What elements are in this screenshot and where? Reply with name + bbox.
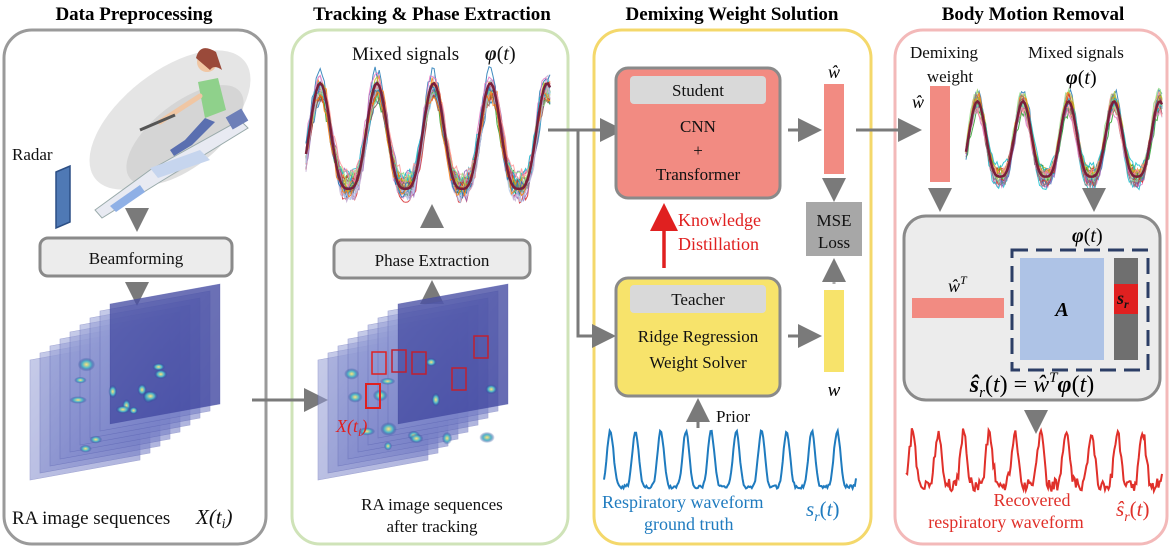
prior-label: Prior: [716, 407, 750, 426]
radar-label: Radar: [12, 145, 53, 164]
matrix-a: [1020, 258, 1104, 360]
rower-illustration: [89, 48, 251, 219]
removal-phi-t: φ(t): [1066, 67, 1097, 89]
recovered-label-line2: respiratory waveform: [928, 512, 1083, 532]
ra-image-stack-tracked: [317, 283, 509, 481]
equation-text: ŝr(t) = ŵTφ(t): [969, 370, 1094, 401]
phase-extraction-box: [332, 238, 532, 280]
section-title-removal: Body Motion Removal: [942, 4, 1125, 25]
mse-loss-box: [806, 202, 862, 256]
removal-mixed-signals-plot: [964, 87, 1164, 191]
tracking-caption-line1: RA image sequences: [361, 495, 503, 514]
demixing-weight-line1: Demixing: [910, 43, 978, 62]
demixing-weight-line2: weight: [927, 67, 974, 86]
ra-sequences-symbol: X(ti): [195, 505, 233, 532]
student-cnn: CNN: [680, 117, 716, 136]
removal-w-hat-vector: [930, 86, 950, 182]
gt-label-line1: Respiratory waveform: [602, 492, 763, 512]
sr-highlight: [1114, 284, 1138, 314]
equation-phi-t: φ(t): [1072, 225, 1103, 247]
student-transformer: Transformer: [656, 165, 741, 184]
teacher-label: Teacher: [671, 290, 725, 309]
mixed-signals-plot: [304, 65, 552, 204]
w-hat-transpose-row: [912, 298, 1004, 318]
w-label: w: [828, 380, 841, 401]
phase-extraction-label: Phase Extraction: [375, 251, 490, 270]
ra-sequences-label: RA image sequences: [12, 508, 170, 529]
section-title-tracking: Tracking & Phase Extraction: [313, 4, 551, 25]
matrix-a-label: A: [1053, 299, 1068, 321]
tracking-boxes: [365, 335, 489, 409]
student-plus: +: [693, 141, 703, 160]
w-vector: [824, 290, 844, 372]
recovered-label-line1: Recovered: [994, 490, 1071, 510]
arrow-signals-to-teacher: [576, 130, 616, 348]
radar-device: [55, 164, 71, 230]
teacher-line2: Weight Solver: [649, 353, 747, 372]
ra-image-stack: [29, 283, 221, 481]
w-hat-vector: [824, 84, 844, 174]
section-title-preprocessing: Data Preprocessing: [55, 4, 213, 25]
section-title-demixing: Demixing Weight Solution: [626, 4, 839, 25]
s-r-t-symbol: sr(t): [806, 497, 839, 525]
w-hat-label: ŵ: [828, 62, 840, 82]
phi-matrix-outline: [1010, 248, 1150, 372]
recovered-waveform: [905, 426, 1163, 495]
kd-label-line1: Knowledge: [678, 210, 761, 230]
s-hat-r-t-symbol: ŝr(t): [1116, 497, 1149, 525]
tracking-caption-line2: after tracking: [386, 517, 478, 536]
roi-label: X(ti): [335, 416, 367, 439]
mse-label: MSE: [817, 211, 852, 230]
student-header: [630, 76, 766, 104]
phi-t-symbol: φ(t): [485, 43, 516, 65]
student-label: Student: [672, 81, 724, 100]
teacher-line1: Ridge Regression: [638, 327, 759, 346]
respiratory-gt-waveform: [603, 427, 857, 492]
teacher-header: [630, 285, 766, 313]
beamforming-box: [38, 236, 234, 278]
sr-label: sr: [1116, 288, 1129, 311]
gt-label-line2: ground truth: [644, 514, 734, 534]
removal-mixed-signals-label: Mixed signals: [1028, 43, 1124, 62]
loss-label: Loss: [818, 233, 850, 252]
mixed-signals-label: Mixed signals: [352, 44, 459, 65]
kd-label-line2: Distillation: [678, 234, 759, 254]
beamforming-label: Beamforming: [89, 249, 184, 268]
removal-w-hat: ŵ: [912, 92, 924, 112]
